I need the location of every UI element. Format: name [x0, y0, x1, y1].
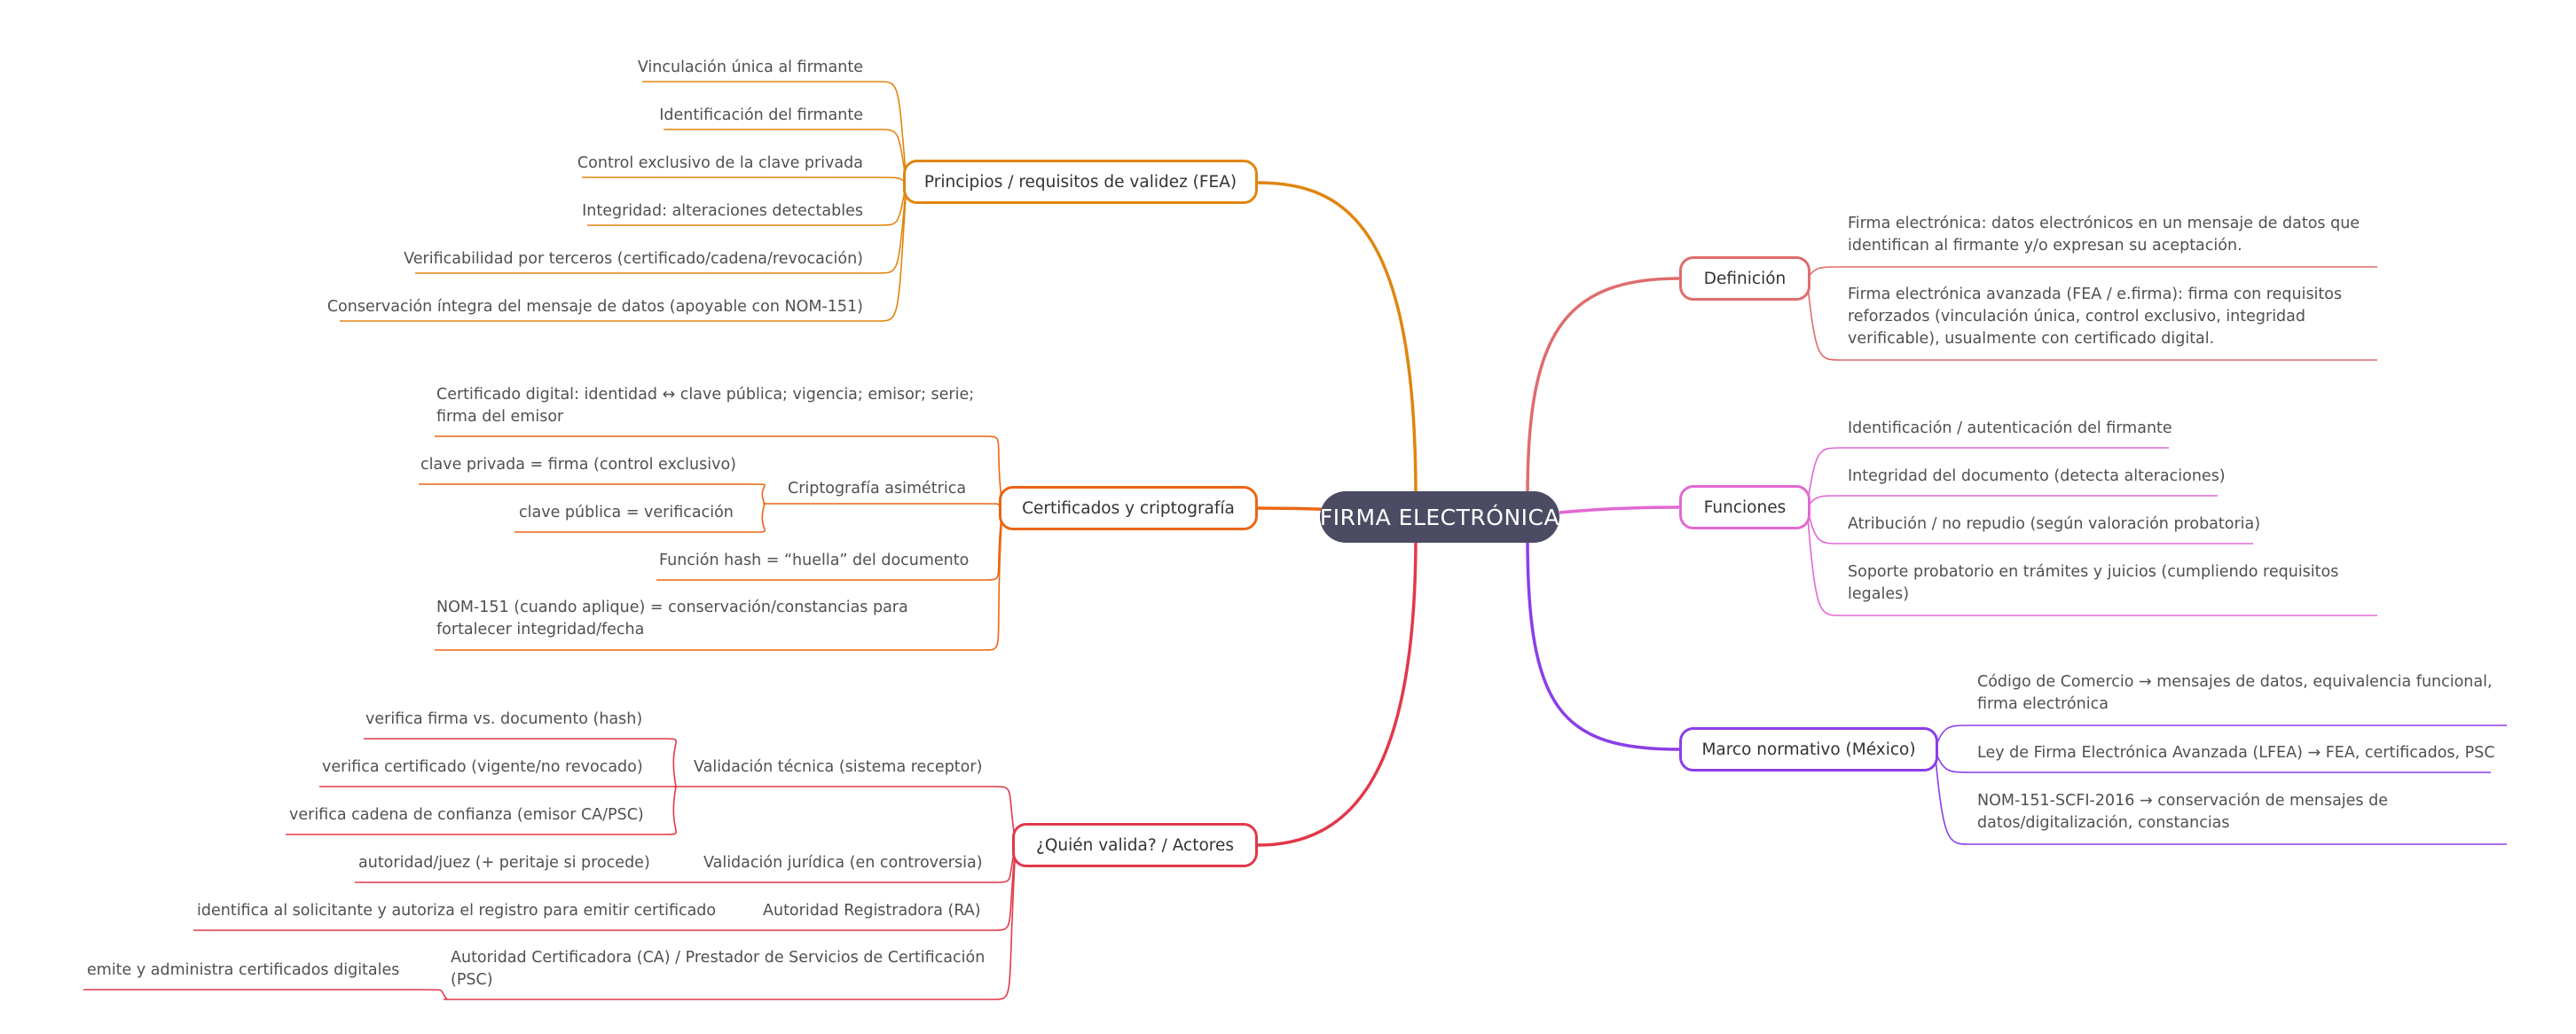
text-line: firma electrónica: [1977, 695, 2109, 713]
text-line: reforzados (vinculación única, control e…: [1848, 308, 2306, 325]
certificado-digital-item[interactable]: Certificado digital: identidad ↔ clave p…: [436, 384, 974, 428]
branch-connector: [1526, 537, 1680, 751]
text-line: Firma electrónica avanzada (FEA / e.firm…: [1848, 286, 2343, 303]
leaf-connector: [83, 989, 448, 1000]
principios-item[interactable]: Conservación íntegra del mensaje de dato…: [326, 298, 863, 316]
leaf-connector: [1806, 506, 2377, 616]
leaf-connector: [674, 786, 1017, 846]
leaf-connector: [435, 507, 1003, 651]
ca-item[interactable]: emite y administra certificados digitale…: [87, 961, 400, 979]
branch-quien-valida[interactable]: ¿Quién valida? / Actores: [1012, 823, 1258, 867]
principios-item[interactable]: Integridad: alteraciones detectables: [582, 202, 863, 220]
funciones-item[interactable]: Integridad del documento (detecta altera…: [1848, 467, 2226, 485]
root-node[interactable]: FIRMA ELECTRÓNICA: [1320, 491, 1559, 543]
tecnica-item[interactable]: verifica firma vs. documento (hash): [365, 710, 643, 728]
ra-item[interactable]: identifica al solicitante y autoriza el …: [197, 902, 717, 920]
marco-item[interactable]: Código de Comercio → mensajes de datos, …: [1977, 671, 2493, 716]
leaf-connector: [514, 503, 766, 533]
text-line: identifican al firmante y/o expresan su …: [1848, 237, 2242, 255]
branch-marco-normativo[interactable]: Marco normativo (México): [1679, 727, 1938, 772]
branch-connector: [1257, 537, 1418, 847]
leaf-connector: [1806, 447, 2169, 508]
text-line: Firma electrónica: datos electrónicos en…: [1848, 215, 2360, 232]
text-line: legales): [1848, 585, 1910, 603]
text-line: verificable), usualmente con certificado…: [1848, 330, 2215, 348]
principios-item[interactable]: Verificabilidad por terceros (certificad…: [404, 250, 863, 268]
leaf-connector: [582, 176, 907, 184]
funciones-item[interactable]: Identificación / autenticación del firma…: [1848, 419, 2172, 437]
leaf-connector: [1806, 495, 2218, 508]
text-line: Código de Comercio → mensajes de datos, …: [1977, 673, 2493, 691]
tecnica-item[interactable]: verifica cadena de confianza (emisor CA/…: [289, 806, 644, 824]
leaf-connector: [444, 844, 1017, 1000]
leaf-connector: [340, 182, 907, 322]
text-line: firma del emisor: [436, 408, 564, 426]
text-line: Soporte probatorio en trámites y juicios…: [1848, 563, 2339, 581]
marco-item[interactable]: Ley de Firma Electrónica Avanzada (LFEA)…: [1977, 744, 2495, 762]
validacion-juridica-node[interactable]: Validación jurídica (en controversia): [703, 854, 983, 872]
branch-connector: [1559, 505, 1680, 514]
principios-item[interactable]: Vinculación única al firmante: [637, 59, 863, 76]
funciones-item[interactable]: Atribución / no repudio (según valoració…: [1848, 515, 2261, 533]
leaf-connector: [435, 435, 1003, 509]
ra-node[interactable]: Autoridad Registradora (RA): [763, 902, 981, 920]
leaf-connector: [745, 844, 1017, 931]
leaf-connector: [642, 81, 907, 184]
tecnica-item[interactable]: verifica certificado (vigente/no revocad…: [322, 758, 643, 776]
branch-connector: [1257, 181, 1418, 497]
text-line: NOM-151 (cuando aplique) = conservación/…: [436, 599, 908, 616]
branch-principios[interactable]: Principios / requisitos de validez (FEA): [903, 160, 1258, 204]
text-line: (PSC): [451, 971, 493, 989]
leaf-connector: [763, 503, 1003, 509]
text-line: Autoridad Certificadora (CA) / Prestador…: [451, 949, 986, 967]
principios-item[interactable]: Control exclusivo de la clave privada: [577, 154, 863, 172]
leaf-connector: [1806, 278, 2377, 361]
definicion-item[interactable]: Firma electrónica: datos electrónicos en…: [1848, 213, 2360, 257]
leaf-connector: [1934, 748, 2507, 845]
branch-funciones[interactable]: Funciones: [1679, 485, 1810, 529]
nom151-item[interactable]: NOM-151 (cuando aplique) = conservación/…: [436, 597, 908, 641]
text-line: fortalecer integridad/fecha: [436, 621, 645, 638]
leaf-connector: [286, 786, 677, 835]
cripto-item[interactable]: clave privada = firma (control exclusivo…: [420, 456, 737, 474]
leaf-connector: [1806, 266, 2377, 279]
juridica-item[interactable]: autoridad/juez (+ peritaje si procede): [358, 854, 650, 872]
text-line: Certificado digital: identidad ↔ clave p…: [436, 386, 975, 403]
leaf-connector: [364, 738, 677, 787]
marco-item[interactable]: NOM-151-SCFI-2016 → conservación de mens…: [1977, 790, 2388, 834]
definicion-item[interactable]: Firma electrónica avanzada (FEA / e.firm…: [1848, 284, 2342, 350]
text-line: datos/digitalización, constancias: [1977, 814, 2230, 832]
funciones-item[interactable]: Soporte probatorio en trámites y juicios…: [1848, 561, 2338, 606]
leaf-connector: [419, 483, 766, 505]
branch-connector: [1526, 277, 1680, 497]
cripto-item[interactable]: clave pública = verificación: [519, 504, 734, 521]
leaf-connector: [656, 507, 1003, 581]
text-line: NOM-151-SCFI-2016 → conservación de mens…: [1977, 792, 2388, 810]
branch-certificados[interactable]: Certificados y criptografía: [999, 486, 1258, 530]
ca-node[interactable]: Autoridad Certificadora (CA) / Prestador…: [451, 947, 985, 991]
leaf-connector: [415, 182, 907, 274]
branch-definicion[interactable]: Definición: [1679, 256, 1810, 301]
criptografia-asimetrica-node[interactable]: Criptografía asimétrica: [788, 480, 967, 497]
hash-item[interactable]: Función hash = “huella” del documento: [659, 552, 970, 569]
principios-item[interactable]: Identificación del firmante: [659, 106, 863, 124]
validacion-tecnica-node[interactable]: Validación técnica (sistema receptor): [694, 758, 983, 776]
